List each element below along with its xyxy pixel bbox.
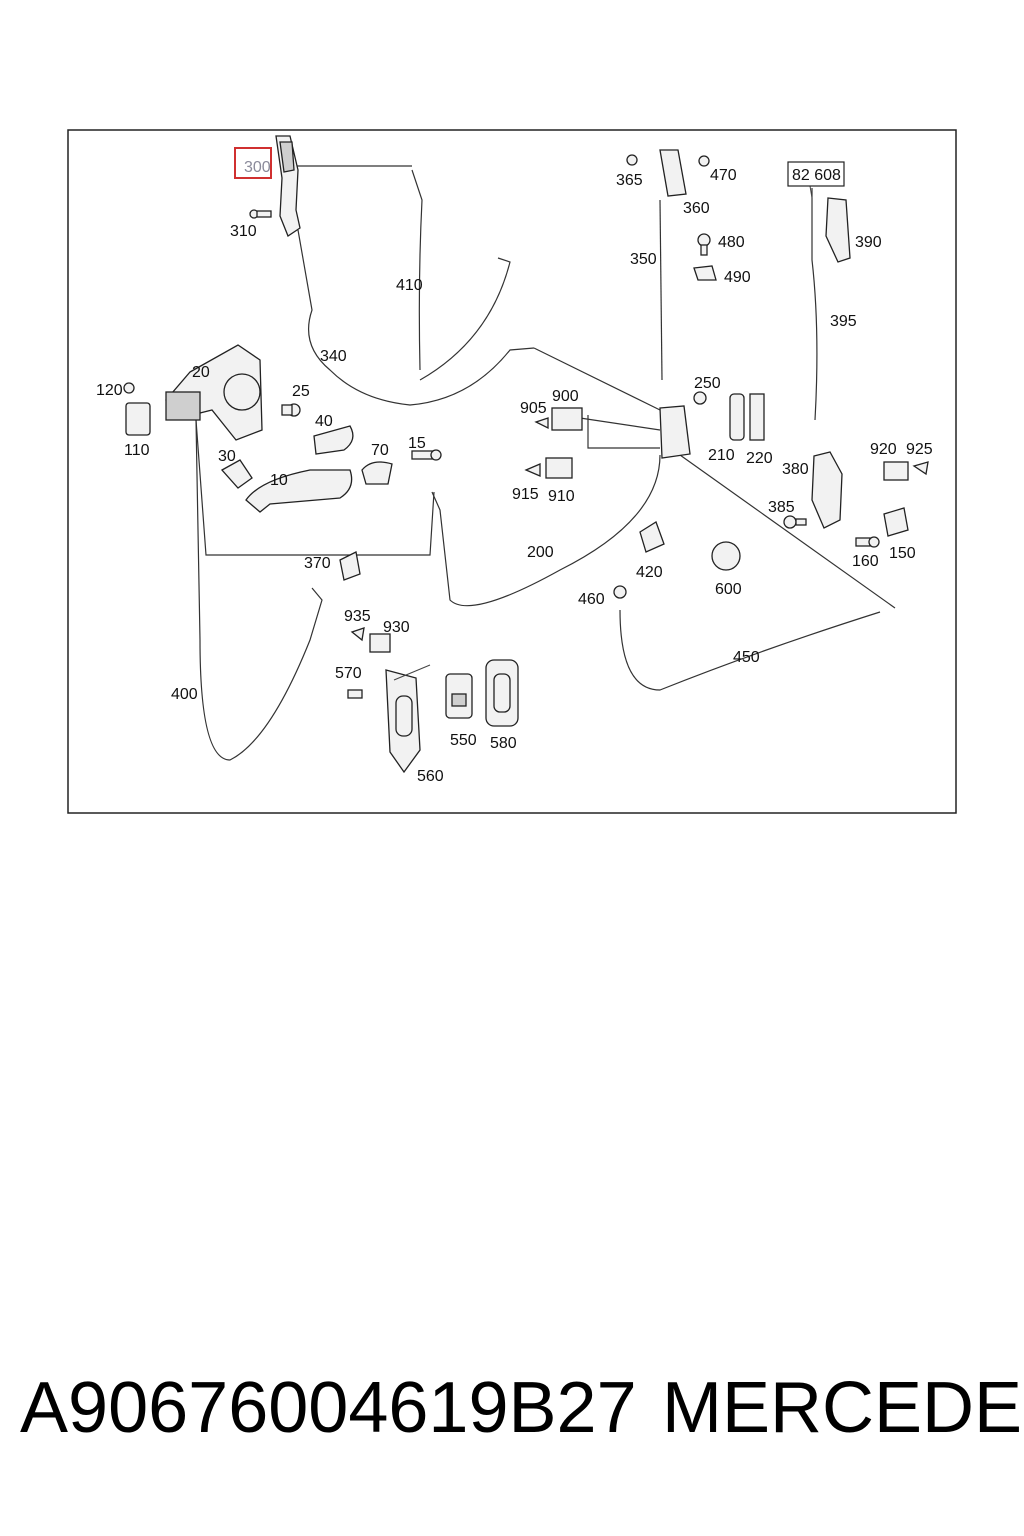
- label-110[interactable]: 110: [124, 442, 150, 459]
- part-250-screw[interactable]: [693, 391, 707, 405]
- label-300[interactable]: 300: [244, 159, 271, 176]
- part-40-cap[interactable]: [313, 425, 354, 455]
- part-470-nut[interactable]: [698, 155, 710, 167]
- label-40[interactable]: 40: [315, 413, 333, 430]
- label-490[interactable]: 490: [724, 269, 751, 286]
- leader-lines: [393, 185, 813, 681]
- part-20-lock-mechanism[interactable]: [165, 344, 263, 441]
- part-110-cover[interactable]: [125, 402, 151, 436]
- label-160[interactable]: 160: [852, 553, 879, 570]
- part-300-handle[interactable]: [275, 135, 301, 237]
- label-915[interactable]: 915: [512, 486, 539, 503]
- label-82608[interactable]: 82 608: [792, 167, 841, 184]
- highlight-box: [234, 147, 272, 179]
- label-550[interactable]: 550: [450, 732, 477, 749]
- label-580[interactable]: 580: [490, 735, 517, 752]
- label-25[interactable]: 25: [292, 383, 310, 400]
- label-570[interactable]: 570: [335, 665, 362, 682]
- part-370-clip[interactable]: [339, 551, 361, 581]
- part-160-screw[interactable]: [855, 536, 880, 548]
- label-200[interactable]: 200: [527, 544, 554, 561]
- part-550-switch[interactable]: [445, 673, 473, 719]
- label-30[interactable]: 30: [218, 448, 236, 465]
- part-580-frame[interactable]: [485, 659, 519, 727]
- part-930-bracket[interactable]: [369, 633, 391, 653]
- label-560[interactable]: 560: [417, 768, 444, 785]
- part-460-clip[interactable]: [613, 585, 627, 599]
- part-920-bracket[interactable]: [883, 461, 909, 481]
- part-door-lock[interactable]: [659, 405, 691, 459]
- part-915-pin[interactable]: [524, 463, 541, 477]
- label-210[interactable]: 210: [708, 447, 735, 464]
- label-15[interactable]: 15: [408, 435, 426, 452]
- part-365-screw[interactable]: [626, 154, 638, 166]
- part-600-cap[interactable]: [711, 541, 741, 571]
- label-935[interactable]: 935: [344, 608, 371, 625]
- label-925[interactable]: 925: [906, 441, 933, 458]
- label-410[interactable]: 410: [396, 277, 423, 294]
- part-25-screw[interactable]: [281, 403, 301, 417]
- label-350[interactable]: 350: [630, 251, 657, 268]
- label-400[interactable]: 400: [171, 686, 198, 703]
- label-480[interactable]: 480: [718, 234, 745, 251]
- label-370[interactable]: 370: [304, 555, 331, 572]
- label-900[interactable]: 900: [552, 388, 579, 405]
- part-210-seal[interactable]: [729, 393, 745, 441]
- label-920[interactable]: 920: [870, 441, 897, 458]
- ref-box: [787, 161, 845, 187]
- diagram-frame: [67, 129, 957, 814]
- label-365[interactable]: 365: [616, 172, 643, 189]
- label-470[interactable]: 470: [710, 167, 737, 184]
- label-460[interactable]: 460: [578, 591, 605, 608]
- parts-diagram: 300 310 410 340 20 25 120 110 40 30 70 1…: [67, 129, 957, 814]
- part-420-clip[interactable]: [639, 521, 665, 553]
- label-910[interactable]: 910: [548, 488, 575, 505]
- label-250[interactable]: 250: [694, 375, 721, 392]
- label-395[interactable]: 395: [830, 313, 857, 330]
- part-480-screw[interactable]: [697, 233, 711, 256]
- part-15-screw[interactable]: [411, 449, 442, 461]
- label-930[interactable]: 930: [383, 619, 410, 636]
- label-390[interactable]: 390: [855, 234, 882, 251]
- part-490-clip[interactable]: [693, 265, 717, 281]
- part-120-clip[interactable]: [123, 382, 135, 394]
- footer-part-number: A90676004619B27: [20, 1368, 637, 1448]
- part-925-pin[interactable]: [912, 461, 929, 476]
- part-900-bracket[interactable]: [551, 407, 583, 431]
- label-10[interactable]: 10: [270, 472, 288, 489]
- label-70[interactable]: 70: [371, 442, 389, 459]
- label-150[interactable]: 150: [889, 545, 916, 562]
- label-450[interactable]: 450: [733, 649, 760, 666]
- part-390-lever[interactable]: [825, 197, 851, 263]
- label-310[interactable]: 310: [230, 223, 257, 240]
- part-30-bezel[interactable]: [220, 459, 253, 489]
- part-910-bracket[interactable]: [545, 457, 573, 479]
- part-935-pin[interactable]: [350, 627, 365, 642]
- part-310-screw[interactable]: [249, 209, 272, 219]
- label-120[interactable]: 120: [96, 382, 123, 399]
- label-220[interactable]: 220: [746, 450, 773, 467]
- part-70-cover-cap[interactable]: [361, 461, 393, 485]
- label-340[interactable]: 340: [320, 348, 347, 365]
- label-600[interactable]: 600: [715, 581, 742, 598]
- part-10-outer-handle[interactable]: [245, 469, 353, 513]
- part-150-bracket[interactable]: [883, 507, 909, 537]
- label-380[interactable]: 380: [782, 461, 809, 478]
- part-570-pin[interactable]: [347, 689, 363, 699]
- label-360[interactable]: 360: [683, 200, 710, 217]
- footer-brand: MERCEDES: [662, 1368, 1024, 1448]
- part-360-inner-handle[interactable]: [659, 149, 687, 197]
- part-380-striker[interactable]: [811, 451, 843, 529]
- label-20[interactable]: 20: [192, 364, 210, 381]
- part-905-pin[interactable]: [534, 417, 549, 430]
- cables: [195, 165, 896, 761]
- part-560-trim[interactable]: [385, 669, 421, 774]
- part-220-seal[interactable]: [749, 393, 765, 441]
- part-385-screw[interactable]: [783, 515, 807, 529]
- label-420[interactable]: 420: [636, 564, 663, 581]
- label-905[interactable]: 905: [520, 400, 547, 417]
- label-385[interactable]: 385: [768, 499, 795, 516]
